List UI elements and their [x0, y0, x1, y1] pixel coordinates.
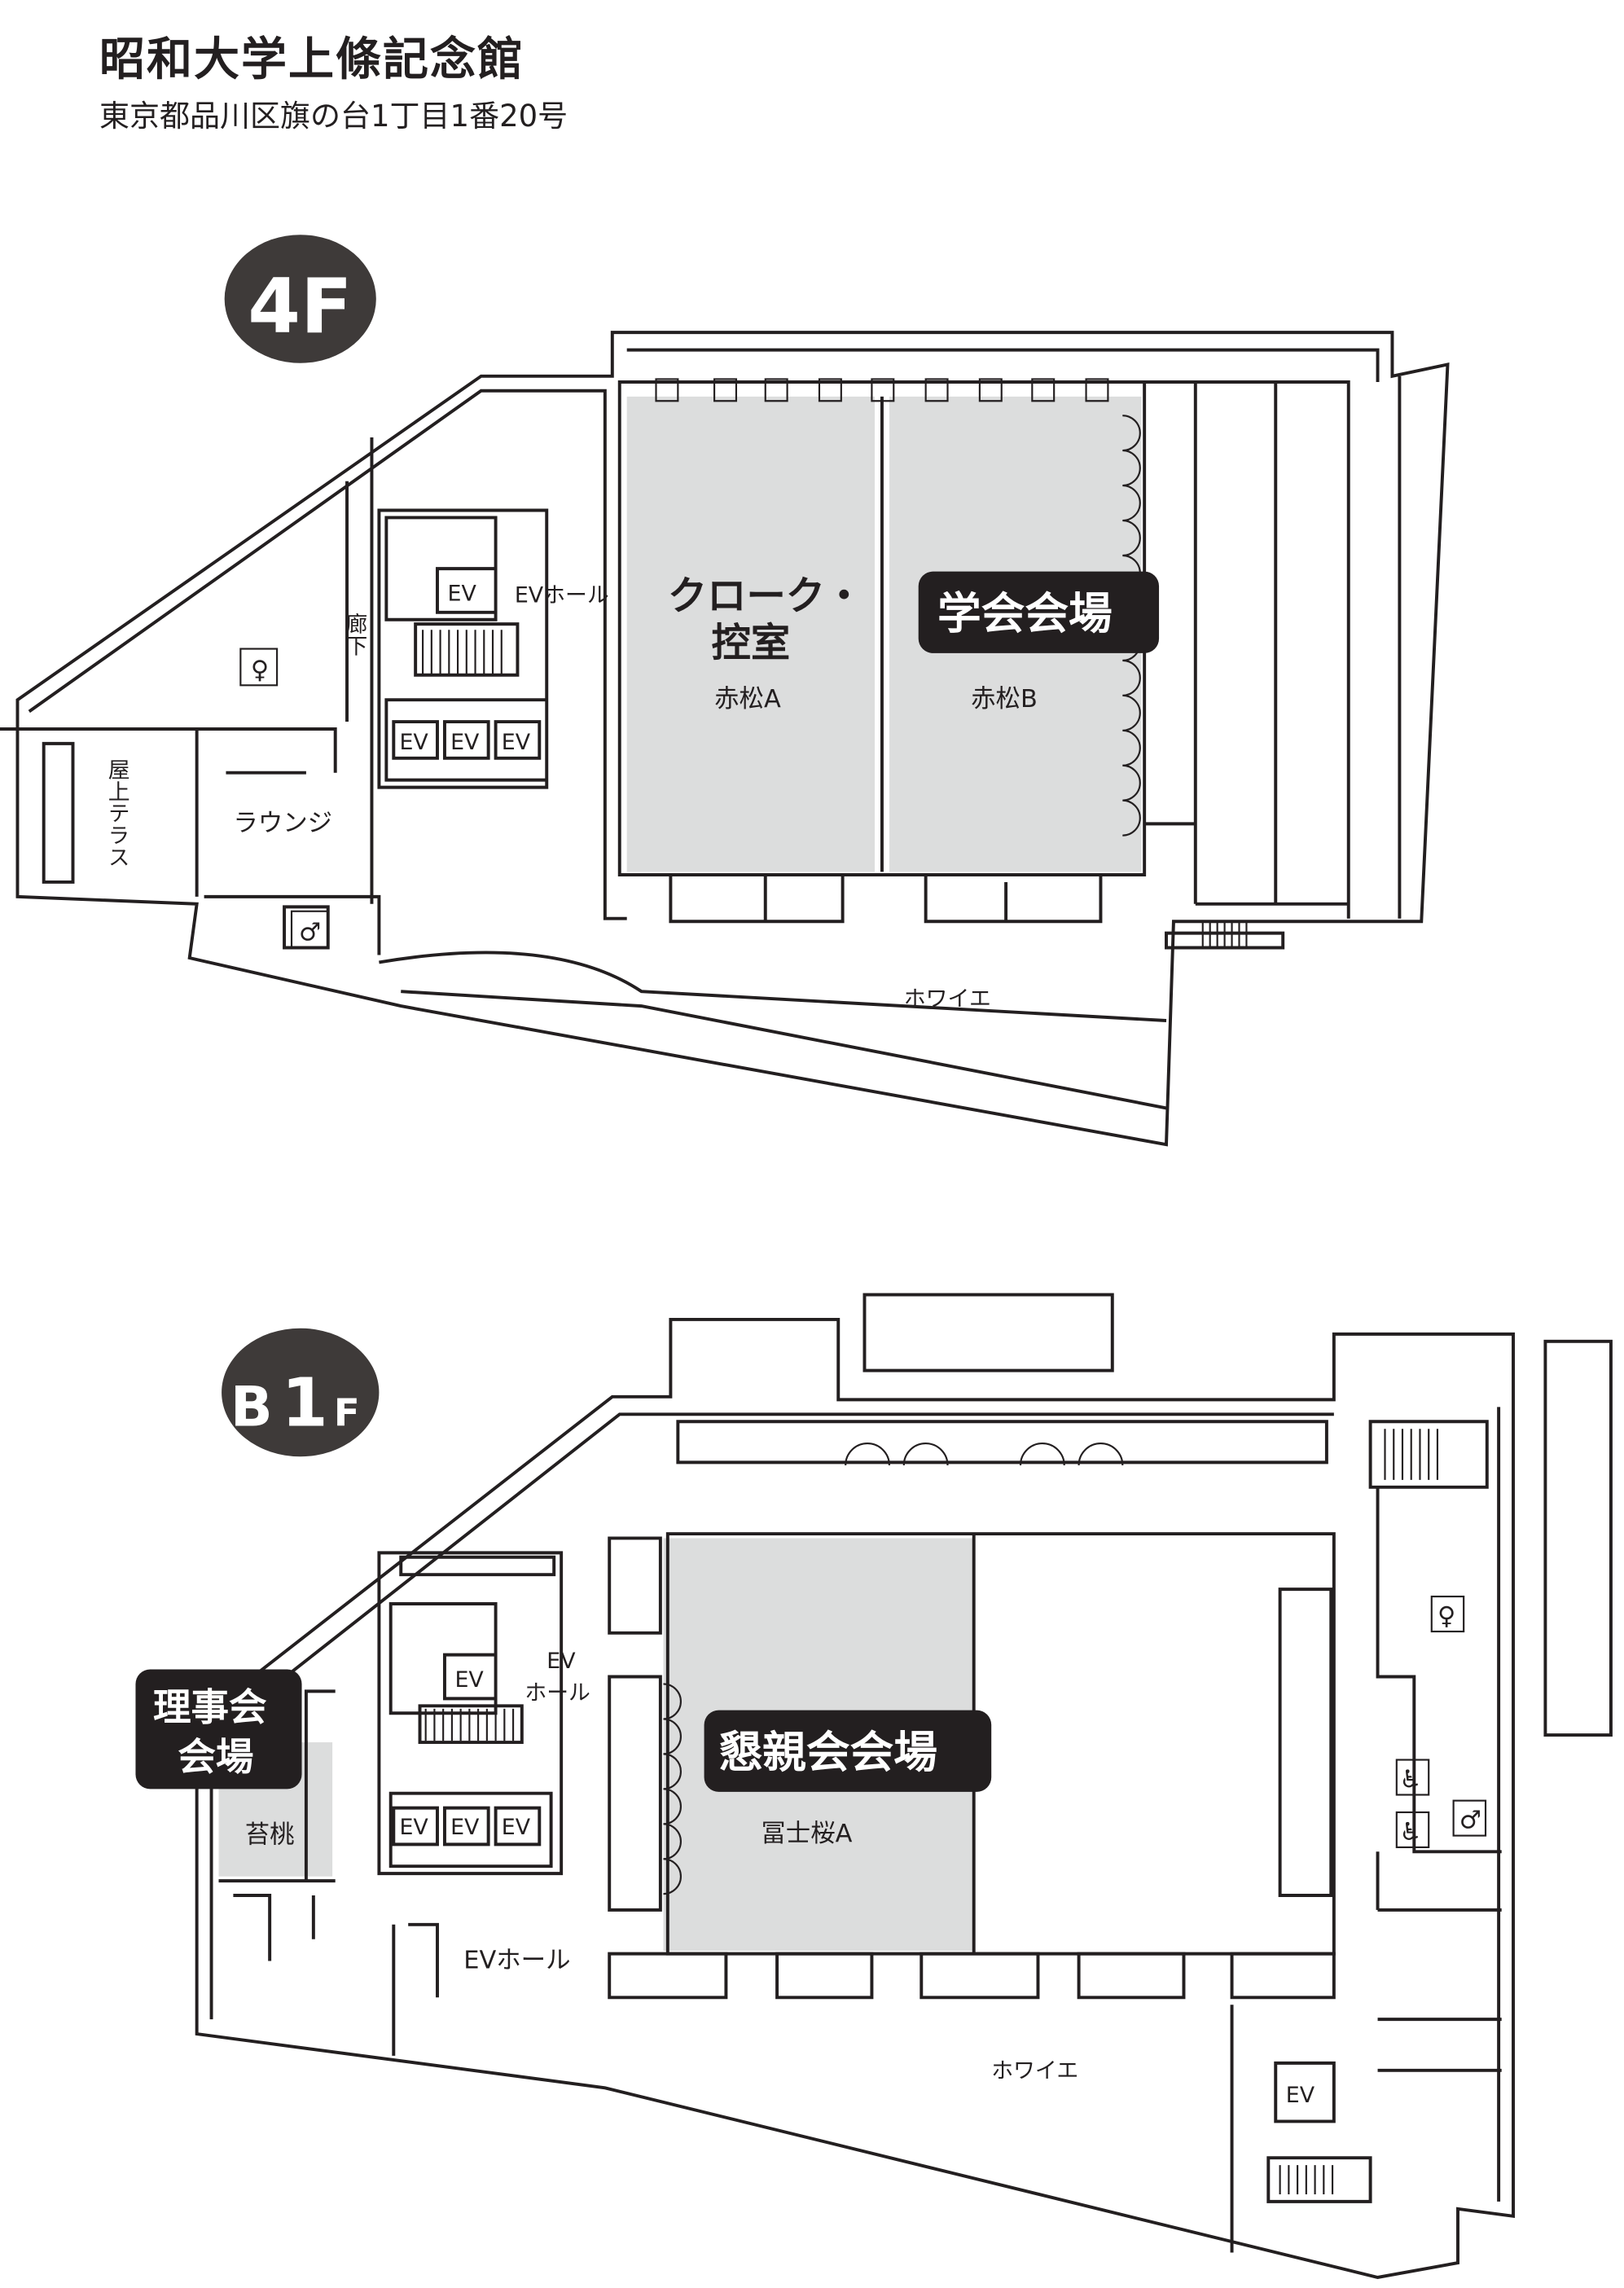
room-label-ev-hall-top: EV: [546, 1649, 576, 1674]
venue-label-conference: 学会会場: [918, 571, 1160, 653]
ev-label: EV: [502, 1815, 531, 1840]
ev-label: EV: [502, 730, 531, 755]
ev-label: EV: [399, 1815, 428, 1840]
room-label-cloak-2: 控室: [712, 621, 791, 666]
room-label-ev-hall-b1f: EVホール: [463, 1947, 570, 1975]
room-label-akamatsu-b: 赤松B: [971, 685, 1038, 714]
restroom-icon: ♀: [251, 656, 269, 684]
venue-label-reception: 懇親会会場: [704, 1710, 992, 1792]
room-label-rooftop-terrace: 屋上テラス: [104, 758, 129, 867]
room-label-ev-hall-4f: EVホール: [515, 582, 609, 608]
floor-4f: 4F ♀ ♂ クローク・ 控室 赤松A 赤松B 学会会場 ラウンジ 屋上テラス: [0, 235, 1450, 1147]
room-label-cloak: クローク・: [668, 573, 864, 619]
svg-text:懇親会会場: 懇親会会場: [718, 1726, 937, 1777]
ev-label: EV: [448, 581, 477, 606]
ev-label: EV: [450, 730, 480, 755]
svg-text:B: B: [230, 1376, 273, 1440]
floor-badge-4f: 4F: [224, 235, 376, 363]
wheelchair-icon: ♿: [1399, 1766, 1421, 1794]
building-name: 昭和大学上條記念館: [99, 33, 525, 86]
room-label-foyer-4f: ホワイエ: [904, 986, 991, 1012]
restroom-icon-4f: [239, 648, 279, 687]
svg-text:会場: 会場: [178, 1735, 253, 1779]
wheelchair-icon: ♿: [1399, 1818, 1421, 1847]
floor-b1f: B 1 F ♀ ♿ ♿ ♂ 理事会 会場: [135, 1293, 1613, 2279]
venue-label-board-meeting: 理事会 会場: [135, 1669, 302, 1790]
room-label-ev-hall-top-2: ホール: [525, 1680, 590, 1706]
room-label-fujizakura-a: 冨士桜A: [761, 1820, 852, 1848]
ev-label: EV: [399, 730, 428, 755]
restroom-icon: ♂: [299, 919, 321, 947]
room-label-lounge: ラウンジ: [233, 809, 332, 837]
room-akamatsu-a[interactable]: [626, 396, 875, 872]
svg-text:理事会: 理事会: [153, 1685, 267, 1729]
room-label-kokemomo: 苔桃: [245, 1821, 295, 1850]
room-label-foyer-b1f: ホワイエ: [991, 2058, 1078, 2084]
ev-label: EV: [450, 1815, 480, 1840]
restroom-icon: ♂: [1459, 1807, 1481, 1835]
svg-text:1: 1: [281, 1365, 327, 1443]
room-label-corridor: 廊下: [341, 612, 366, 656]
building-address: 東京都品川区旗の台1丁目1番20号: [99, 99, 568, 134]
floor-badge-b1f: B 1 F: [222, 1328, 380, 1457]
floor-badge-label: 4F: [248, 262, 352, 350]
ev-label: EV: [454, 1667, 484, 1693]
room-label-akamatsu-a: 赤松A: [714, 685, 781, 714]
svg-text:F: F: [334, 1391, 360, 1435]
ev-label: EV: [1286, 2083, 1315, 2108]
restroom-icon: ♀: [1437, 1602, 1455, 1631]
svg-text:学会会場: 学会会場: [937, 587, 1113, 639]
